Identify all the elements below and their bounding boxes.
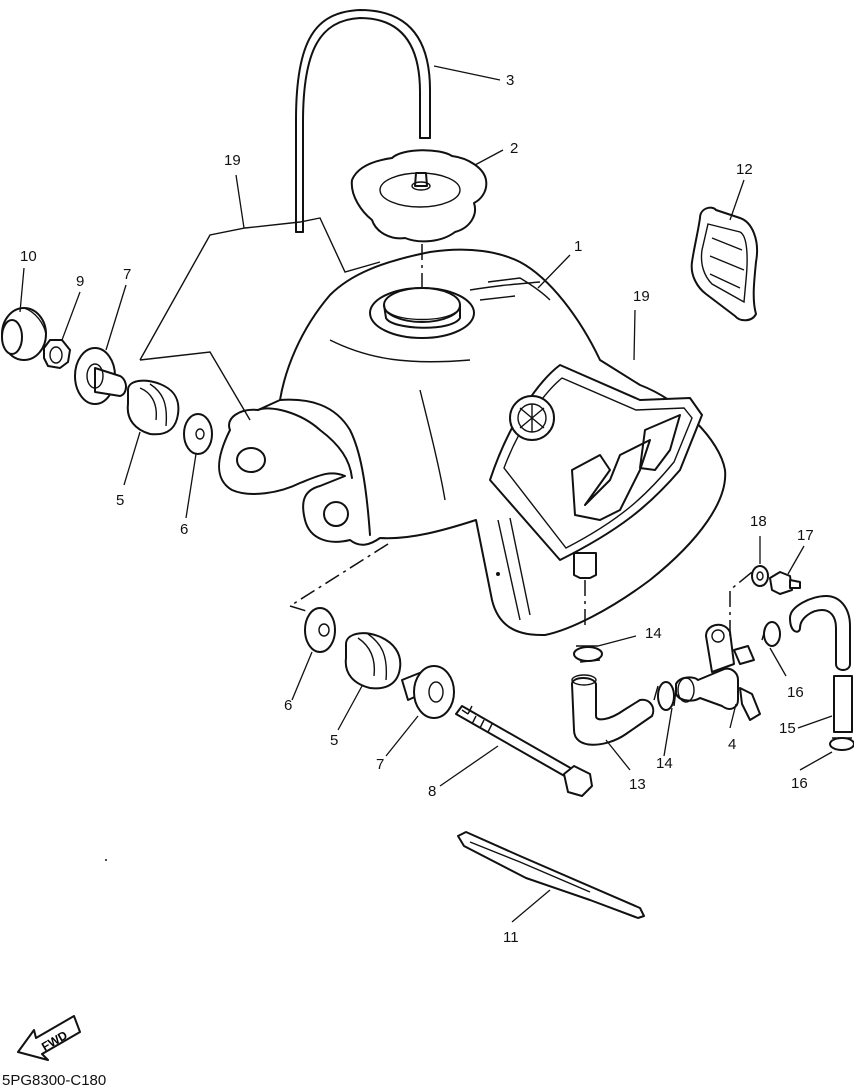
damper-5-left [126,379,180,436]
callout-14-upper: 14 [645,625,662,642]
callout-9: 9 [76,273,85,290]
damper-5-lower [344,632,402,690]
clip-14-upper [573,645,603,663]
screw-17 [769,571,801,595]
tank-seal [690,206,758,322]
fuel-cap [350,149,488,243]
callout-6-lower: 6 [284,697,293,714]
fuel-cock-4 [675,623,761,721]
callout-5-lower: 5 [330,732,339,749]
bolt-8 [455,705,593,797]
callout-8: 8 [428,783,437,800]
callout-16-lower: 16 [791,775,808,792]
callout-1: 1 [574,238,583,255]
callout-12: 12 [736,161,753,178]
fwd-arrow-icon [17,1015,81,1061]
washer-18 [751,565,769,587]
callout-15: 15 [779,720,796,737]
callout-14-lower: 14 [656,755,673,772]
callout-5-left: 5 [116,492,125,509]
callout-16-upper: 16 [787,684,804,701]
breather-hose [295,9,431,233]
side-decal-left [139,217,381,421]
callout-3: 3 [506,72,515,89]
callout-17: 17 [797,527,814,544]
callout-19-right: 19 [633,288,650,305]
fuel-hose-15 [789,595,853,733]
clip-16-upper [761,621,781,647]
clip-14-lower [653,681,677,711]
collar-10 [1,307,47,361]
nut-9 [43,339,71,369]
callout-10: 10 [20,248,37,265]
callout-6-left: 6 [180,521,189,538]
washer-6-lower [304,607,336,653]
tank-graphic-decal [489,364,703,561]
callout-4: 4 [728,736,737,753]
callout-7-left: 7 [123,266,132,283]
clip-16-lower [829,737,854,751]
screw-assembly-line [729,571,753,636]
mount-assembly-line [288,543,389,615]
leader-lines [19,65,833,923]
collar-7-lower [401,665,455,719]
fuel-hose-13 [571,674,655,746]
collar-7-left [74,347,127,405]
callout-13: 13 [629,776,646,793]
callout-19-left: 19 [224,152,241,169]
callout-18: 18 [750,513,767,530]
callout-2: 2 [510,140,519,157]
diagram-code: 5PG8300-C180 [2,1072,107,1089]
protector-11 [457,831,645,919]
washer-6-left [183,413,213,455]
callout-7-lower: 7 [376,756,385,773]
callout-11: 11 [503,929,519,946]
